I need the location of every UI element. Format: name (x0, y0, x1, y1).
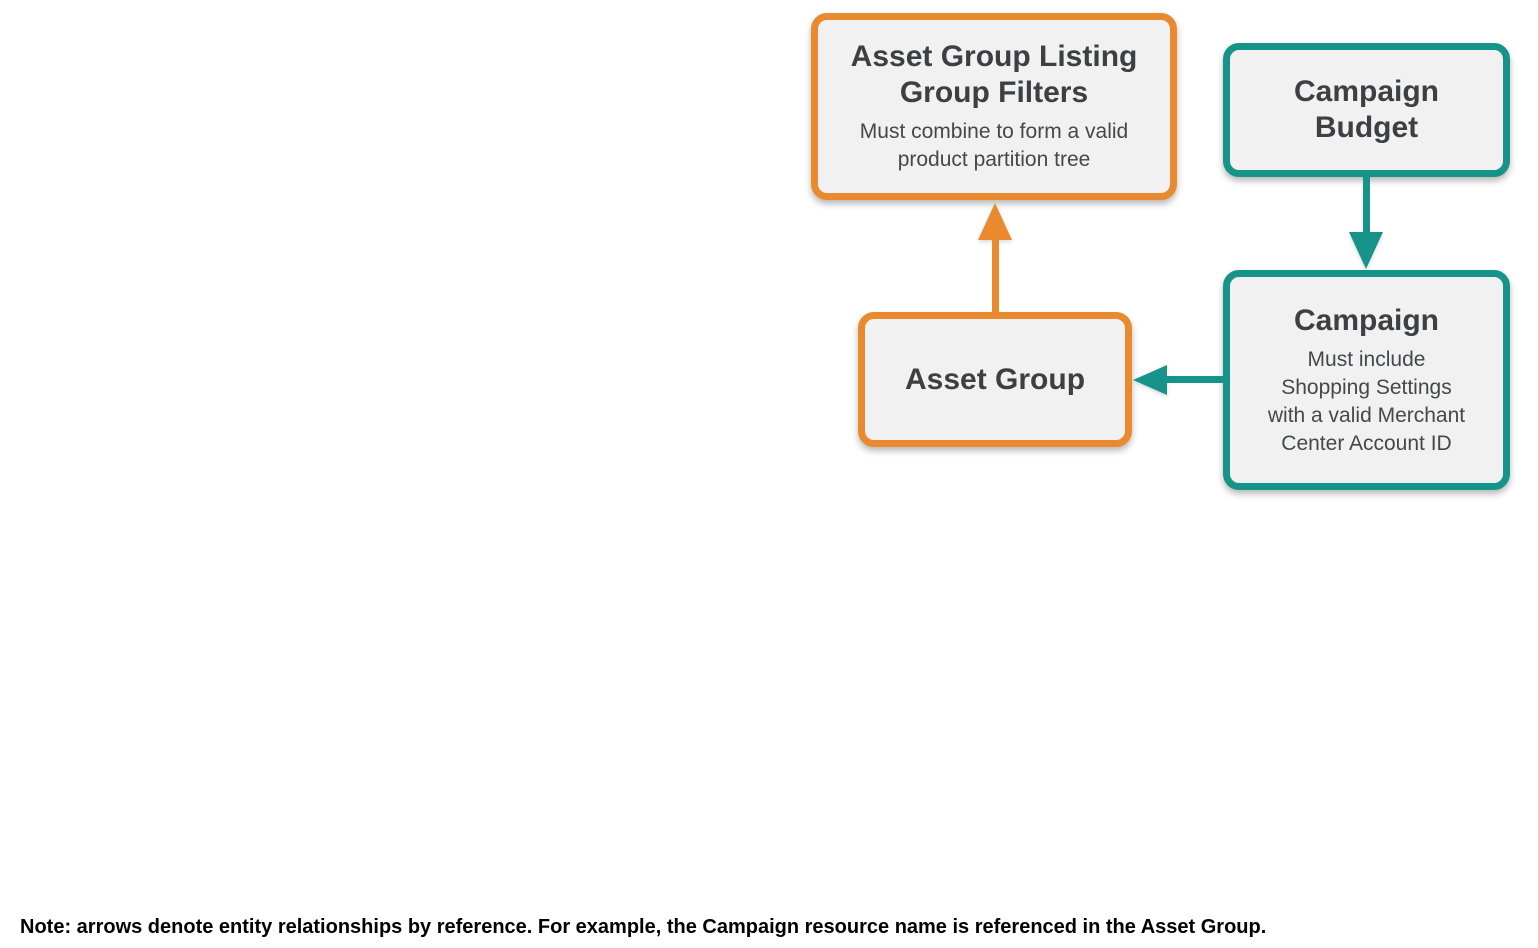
node-asset-group: Asset Group (858, 312, 1132, 447)
node-campaign: Campaign Must include Shopping Settings … (1223, 270, 1510, 490)
campaign-to-asset-group-arrow-line (1166, 376, 1223, 383)
asset-group-to-listing-filters-arrow-line (992, 237, 999, 312)
node-campaign-budget: Campaign Budget (1223, 43, 1510, 177)
campaign-budget-to-campaign-arrow-line (1363, 177, 1370, 234)
asset-group-to-listing-filters-arrowhead-icon (978, 203, 1012, 240)
campaign-budget-to-campaign-arrowhead-icon (1349, 232, 1383, 269)
asset-group-title: Asset Group (904, 362, 1086, 396)
asset-group-listing-group-filters-subtitle: Must combine to form a valid product par… (859, 120, 1129, 171)
campaign-budget-title: Campaign Budget (1293, 75, 1440, 144)
campaign-title: Campaign (1293, 303, 1440, 337)
campaign-subtitle: Must include Shopping Settings with a va… (1267, 347, 1466, 455)
asset-group-listing-group-filters-title: Asset Group Listing Group Filters (850, 40, 1138, 109)
note-text: Note: arrows denote entity relationships… (20, 916, 1267, 938)
node-asset-group-listing-group-filters: Asset Group Listing Group Filters Must c… (811, 13, 1177, 200)
campaign-to-asset-group-arrowhead-icon (1133, 365, 1167, 395)
